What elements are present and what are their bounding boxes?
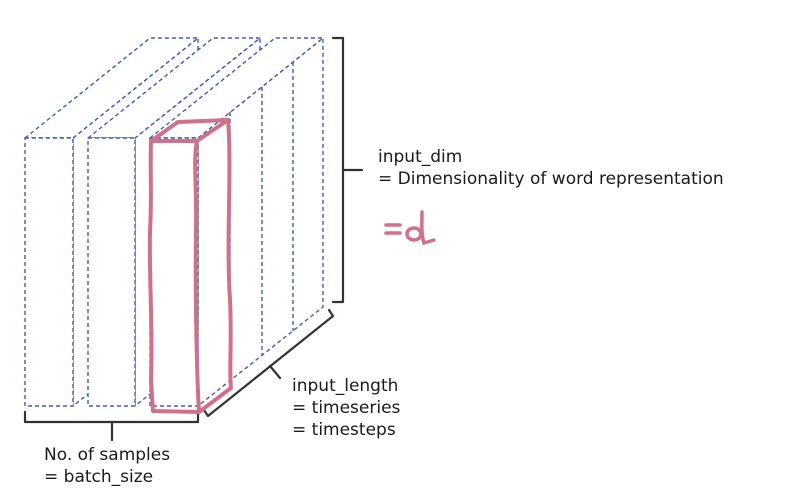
samples-brace <box>23 410 200 442</box>
input-dim-description: = Dimensionality of word representation <box>378 169 724 189</box>
handwritten-equals-d <box>384 210 436 246</box>
samples-title: No. of samples <box>44 445 171 465</box>
input-length-alias-1: = timeseries <box>292 398 401 418</box>
input-length-brace <box>202 308 335 418</box>
input-dim-brace <box>331 36 364 304</box>
input-length-label: input_length = timeseries = timesteps <box>292 375 400 441</box>
highlighted-timestep <box>147 118 233 414</box>
input-length-title: input_length <box>292 376 399 396</box>
samples-alias: = batch_size <box>44 467 154 487</box>
samples-label: No. of samples = batch_size <box>44 444 170 488</box>
input-length-alias-2: = timesteps <box>292 420 396 440</box>
input-dim-title: input_dim <box>378 147 463 167</box>
input-dim-label: input_dim = Dimensionality of word repre… <box>378 146 724 190</box>
